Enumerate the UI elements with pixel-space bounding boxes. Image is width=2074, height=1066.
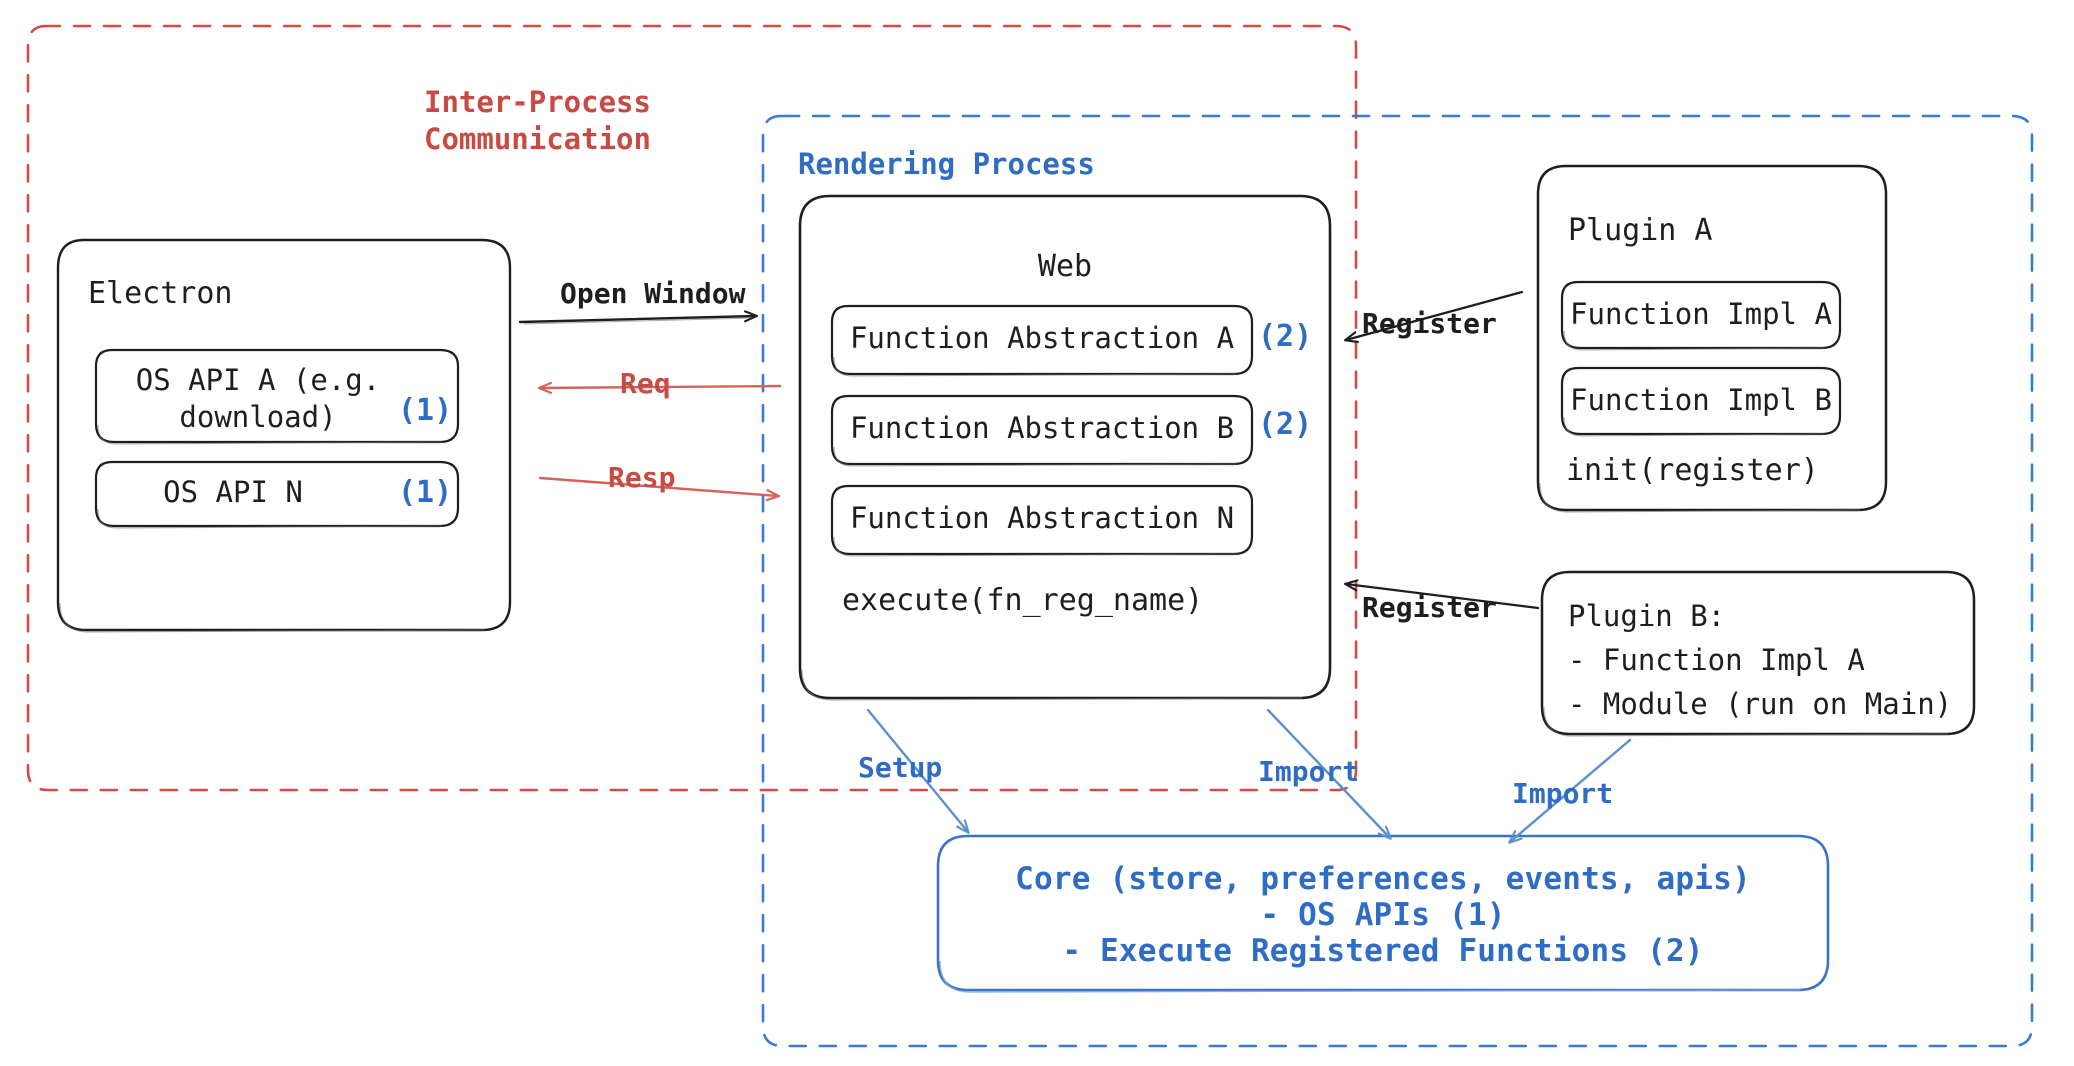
region-label-rendering: Rendering Process [798,147,1095,181]
os-api-a-label: OS API A (e.g. download) [135,363,381,435]
edge-label-req: Req [620,367,671,400]
electron-title: Electron [88,276,233,311]
plugin-b-line-2: - Function Impl A [1568,643,1865,677]
function-impl-b-label: Function Impl B [1570,383,1832,417]
core-line-2: - OS APIs (1) [1260,897,1506,933]
edge-label-open-window: Open Window [560,277,746,310]
core-line-1: Core (store, preferences, events, apis) [1015,861,1751,897]
function-impl-a-label: Function Impl A [1570,297,1832,331]
plugin-b-line-1: Plugin B: [1568,599,1726,633]
plugin-a-init-label: init(register) [1566,453,1819,488]
os-api-a-marker: (1) [398,393,453,428]
edge-label-resp: Resp [608,461,676,494]
core-line-3: - Execute Registered Functions (2) [1062,933,1704,969]
os-api-n-marker: (1) [398,475,453,510]
edge-label-setup: Setup [858,751,943,784]
plugin-b-line-3: - Module (run on Main) [1568,687,1953,721]
web-title: Web [1037,249,1093,284]
function-abstraction-b-label: Function Abstraction B [849,411,1235,445]
edge-open-window [518,316,756,325]
function-abstraction-b-marker: (2) [1258,407,1313,442]
web-execute-label: execute(fn_reg_name) [842,583,1204,618]
region-label-ipc: Inter-Process Communication [424,85,651,157]
function-abstraction-a-label: Function Abstraction A [849,321,1235,355]
edge-label-register-b: Register [1362,591,1497,624]
os-api-n-label: OS API N [163,475,303,509]
plugin-a-title: Plugin A [1568,213,1713,248]
edge-label-import-plugin: Import [1512,777,1614,810]
function-abstraction-n-label: Function Abstraction N [849,501,1235,535]
edge-label-import-web: Import [1258,755,1360,788]
edge-label-register-a: Register [1362,307,1497,340]
function-abstraction-a-marker: (2) [1258,319,1313,354]
